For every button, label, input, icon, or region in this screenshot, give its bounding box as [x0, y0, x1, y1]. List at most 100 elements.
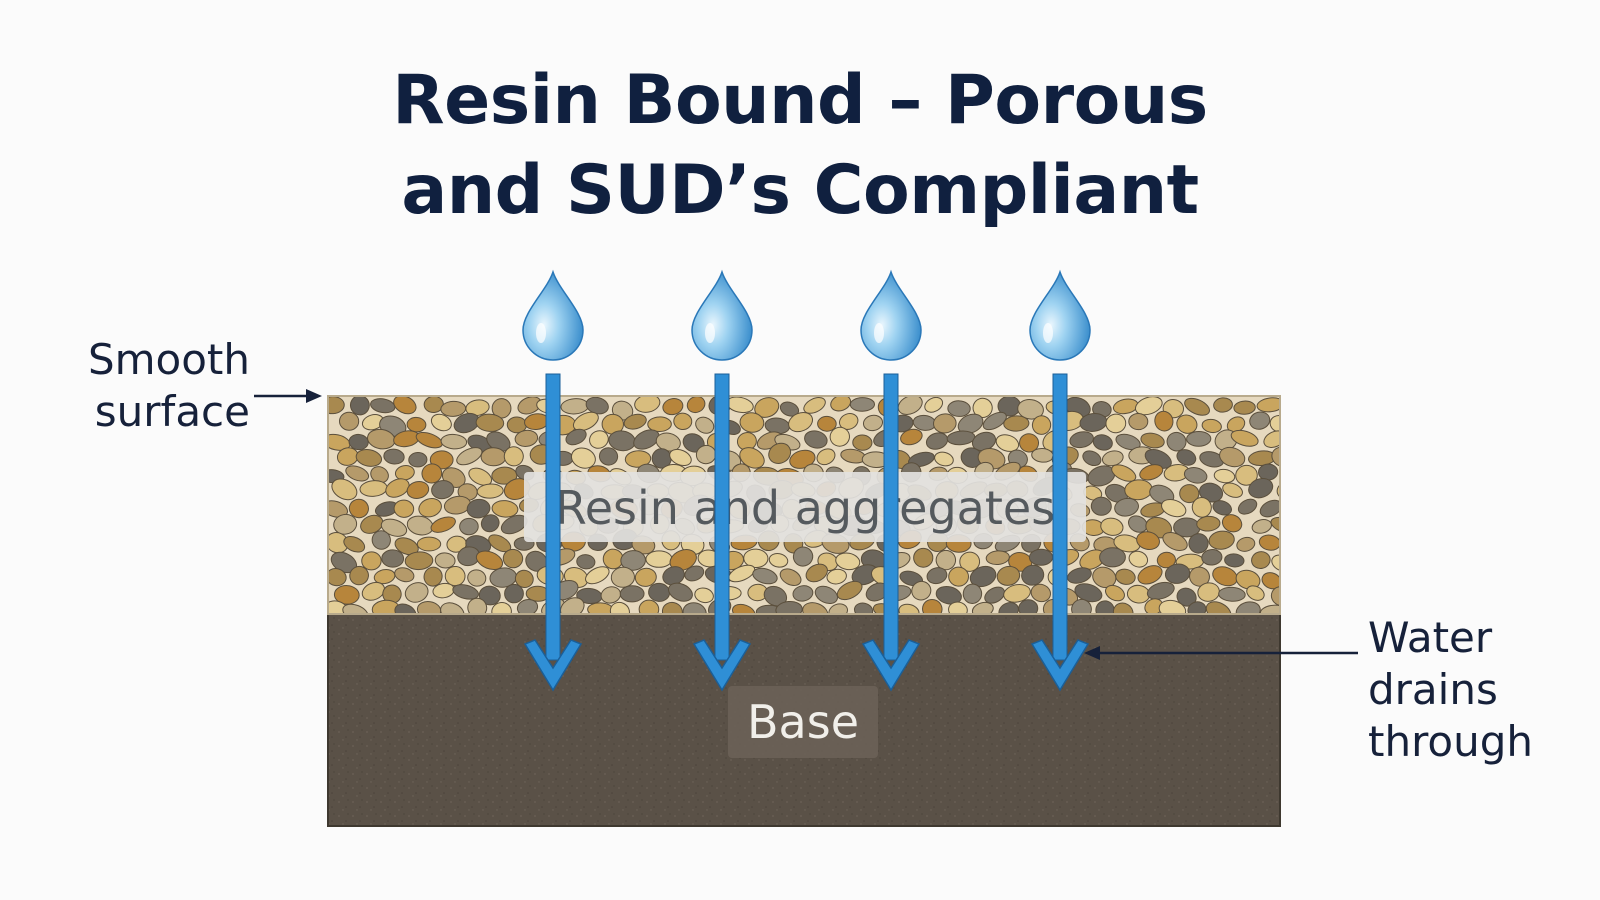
aggregate-stone — [962, 583, 983, 604]
smooth-surface-line-1: Smooth — [87, 335, 250, 384]
aggregate-stone — [779, 568, 802, 586]
smooth-surface-label: Smooth surface — [40, 334, 250, 438]
aggregate-stone — [634, 567, 657, 587]
aggregate-stone — [1236, 536, 1256, 552]
aggregate-stone — [421, 463, 443, 484]
aggregate-stone — [394, 603, 417, 614]
aggregate-stone — [475, 413, 505, 432]
water-drop-icon — [1029, 269, 1091, 361]
aggregate-stone — [959, 551, 981, 572]
aggregate-stone — [385, 478, 410, 498]
aggregate-stone — [1270, 516, 1280, 534]
base-label: Base — [747, 695, 859, 749]
aggregate-stone — [349, 396, 370, 416]
aggregate-stone — [1158, 599, 1187, 614]
aggregate-stone — [985, 550, 1010, 566]
aggregate-stone — [380, 518, 408, 537]
aggregate-stone — [1115, 568, 1136, 585]
aggregate-stone — [465, 399, 490, 417]
aggregate-stone — [393, 499, 415, 518]
aggregate-stone — [1249, 411, 1271, 430]
aggregate-stone — [1235, 601, 1261, 614]
aggregate-stone — [1263, 430, 1280, 448]
aggregate-stone — [1212, 500, 1232, 516]
aggregate-stone — [491, 601, 512, 614]
aggregate-stone — [732, 603, 756, 614]
aggregate-stone — [1104, 483, 1129, 503]
aggregate-stone — [348, 498, 369, 519]
aggregate-stone — [333, 585, 360, 605]
aggregate-stone — [1146, 581, 1175, 600]
base-label-bg — [728, 686, 878, 758]
aggregate-stone — [1201, 549, 1223, 566]
aggregate-stone — [1258, 534, 1280, 551]
aggregate-stone — [1259, 499, 1280, 518]
aggregate-stone — [792, 546, 814, 567]
water-drop-highlight — [1043, 323, 1053, 343]
aggregate-stone — [1092, 434, 1113, 451]
aggregate-stone — [624, 450, 652, 468]
aggregate-stone — [1261, 572, 1280, 590]
aggregate-stone — [1222, 482, 1243, 498]
aggregate-stone — [338, 411, 360, 431]
aggregate-stone — [768, 553, 789, 568]
aggregate-stone — [763, 585, 788, 607]
diagram-title: Resin Bound – Porous and SUD’s Compliant — [0, 56, 1600, 236]
water-drains-line-2: drains — [1368, 665, 1498, 714]
aggregate-stone — [565, 428, 587, 446]
aggregate-stone — [1251, 551, 1271, 570]
aggregate-stone — [610, 566, 635, 588]
aggregate-stone — [467, 597, 488, 614]
aggregate-stone — [328, 600, 350, 614]
aggregate-stone — [491, 398, 512, 419]
aggregate-stone — [1105, 413, 1127, 434]
aggregate-stone — [572, 411, 599, 432]
aggregate-stone — [898, 603, 920, 614]
aggregate-stone — [1219, 446, 1246, 468]
aggregate-stone — [933, 413, 957, 434]
aggregate-stone — [814, 585, 838, 604]
aggregate-stone — [1067, 567, 1092, 584]
water-flows — [522, 269, 1091, 692]
smooth-surface-pointer — [254, 389, 322, 403]
aggregate-stone — [1176, 414, 1198, 434]
aggregate-stone — [633, 429, 660, 450]
aggregate-stone — [1164, 563, 1191, 584]
aggregate-stone — [1021, 564, 1045, 586]
aggregate-stone — [826, 568, 847, 585]
aggregate-stone — [849, 397, 876, 412]
aggregate-stone — [370, 398, 396, 414]
aggregate-stone — [415, 431, 443, 449]
down-arrow-icon — [523, 639, 583, 692]
aggregate-stone — [1186, 430, 1212, 447]
aggregate-stone — [1082, 450, 1102, 467]
aggregate-stone — [634, 396, 661, 413]
aggregate-stone — [682, 602, 707, 614]
aggregate-stone — [1271, 554, 1280, 572]
down-arrow-icon — [1030, 639, 1090, 692]
aggregate-stone — [816, 448, 836, 466]
water-drop-icon — [860, 269, 922, 361]
aggregate-stone — [1017, 399, 1044, 420]
aggregate-stone — [1256, 397, 1280, 413]
aggregate-label: Resin and aggregates — [555, 481, 1055, 535]
aggregate-stone — [768, 442, 792, 464]
aggregate-stone — [752, 567, 778, 585]
aggregate-stone — [1003, 583, 1031, 603]
aggregate-stone — [570, 447, 596, 469]
aggregate-stone — [383, 448, 405, 465]
aggregate-stone — [394, 567, 415, 583]
aggregate-stone — [1111, 464, 1137, 482]
water-drains-label: Water drains through — [1368, 612, 1588, 768]
water-drains-pointer — [1084, 646, 1358, 660]
aggregate-stone — [647, 416, 672, 433]
water-drop-highlight — [874, 323, 884, 343]
aggregate-stone — [792, 585, 814, 602]
aggregate-stone — [802, 602, 829, 614]
aggregate-stone — [609, 601, 630, 614]
down-arrow-shaft — [883, 373, 899, 661]
aggregate-stone — [576, 554, 596, 570]
aggregate-stone — [1112, 602, 1134, 614]
aggregate-stone — [1208, 530, 1235, 550]
